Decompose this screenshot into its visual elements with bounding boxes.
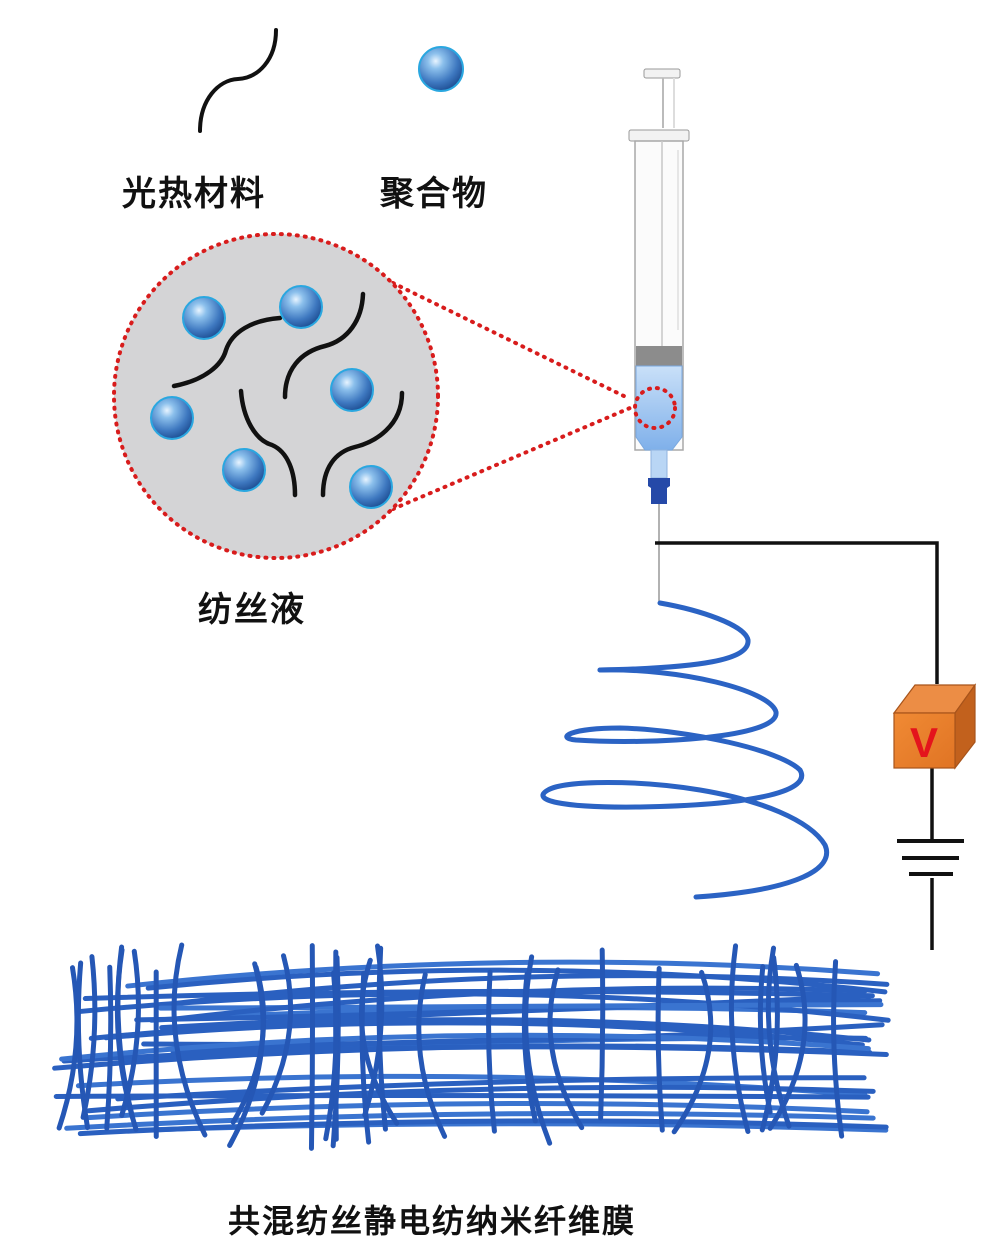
nanofiber (227, 961, 266, 1148)
nanofiber (171, 942, 208, 1138)
nanofiber (259, 953, 294, 1116)
nanofiber (134, 993, 873, 1023)
barrel-flange (628, 129, 690, 142)
polymer-sphere (279, 285, 323, 329)
polymer-sphere (349, 465, 393, 509)
nanofiber (52, 1043, 873, 1071)
nanofiber (145, 967, 888, 995)
nanofiber (547, 967, 585, 1131)
nanofiber (359, 970, 372, 1145)
nanofiber-membrane-label: 共混纺丝静电纺纳米纤维膜 (228, 1202, 637, 1240)
nanofiber (598, 947, 606, 1121)
high-voltage-power-supply: V (892, 683, 977, 770)
nanofiber (521, 971, 538, 1124)
nanofiber (85, 1100, 870, 1121)
nanofiber (362, 943, 385, 1118)
photothermal-material-icon (198, 28, 278, 133)
nanofiber (757, 964, 773, 1115)
photothermal-material-label: 光热材料 (122, 174, 266, 214)
polymer-sphere (222, 448, 266, 492)
nanofiber (119, 948, 141, 1118)
fiber-strand (282, 291, 366, 400)
nanofiber (86, 1084, 876, 1114)
polymer-sphere (150, 396, 194, 440)
polymer-sphere (182, 296, 226, 340)
nanofiber (671, 969, 714, 1135)
spinning-solution-label: 纺丝液 (198, 590, 306, 630)
nanofiber (88, 1017, 872, 1043)
nanofiber (765, 945, 792, 1129)
needle-hub (648, 478, 670, 504)
nanofiber (104, 964, 114, 1131)
spinning-solution-liquid (635, 365, 683, 451)
syringe (628, 68, 690, 605)
nanofiber (53, 1093, 871, 1100)
polymer-label: 聚合物 (380, 174, 488, 214)
nanofiber (80, 954, 98, 1120)
polymer-sphere (330, 368, 374, 412)
battery-symbol (897, 839, 964, 876)
polymer-sphere-icon (418, 46, 464, 92)
nanofiber-membrane (52, 942, 891, 1151)
nanofiber (728, 943, 751, 1134)
nanofiber (831, 959, 845, 1139)
nanofiber (64, 1110, 876, 1131)
fiber-strand (238, 388, 298, 498)
nanofiber (416, 972, 448, 1139)
fiber-strand (171, 315, 283, 389)
voltage-label: V (910, 719, 938, 766)
zoom-source-circle (633, 386, 677, 430)
syringe-nozzle (650, 449, 668, 479)
plunger-stopper (636, 346, 682, 366)
plunger-top-cap (643, 68, 681, 79)
nanofiber (308, 943, 316, 1151)
nanofiber (486, 969, 497, 1134)
fiber-strand (320, 390, 405, 498)
nanofiber (333, 949, 339, 1142)
zoom-connector-lines (391, 281, 632, 511)
spinning-solution-zoom-circle (112, 232, 440, 560)
electrospinning-jet-spiral (540, 600, 829, 900)
nanofiber (655, 965, 665, 1133)
nanofiber (56, 965, 80, 1131)
nanofiber (114, 947, 139, 1132)
circuit-wire (655, 541, 939, 950)
